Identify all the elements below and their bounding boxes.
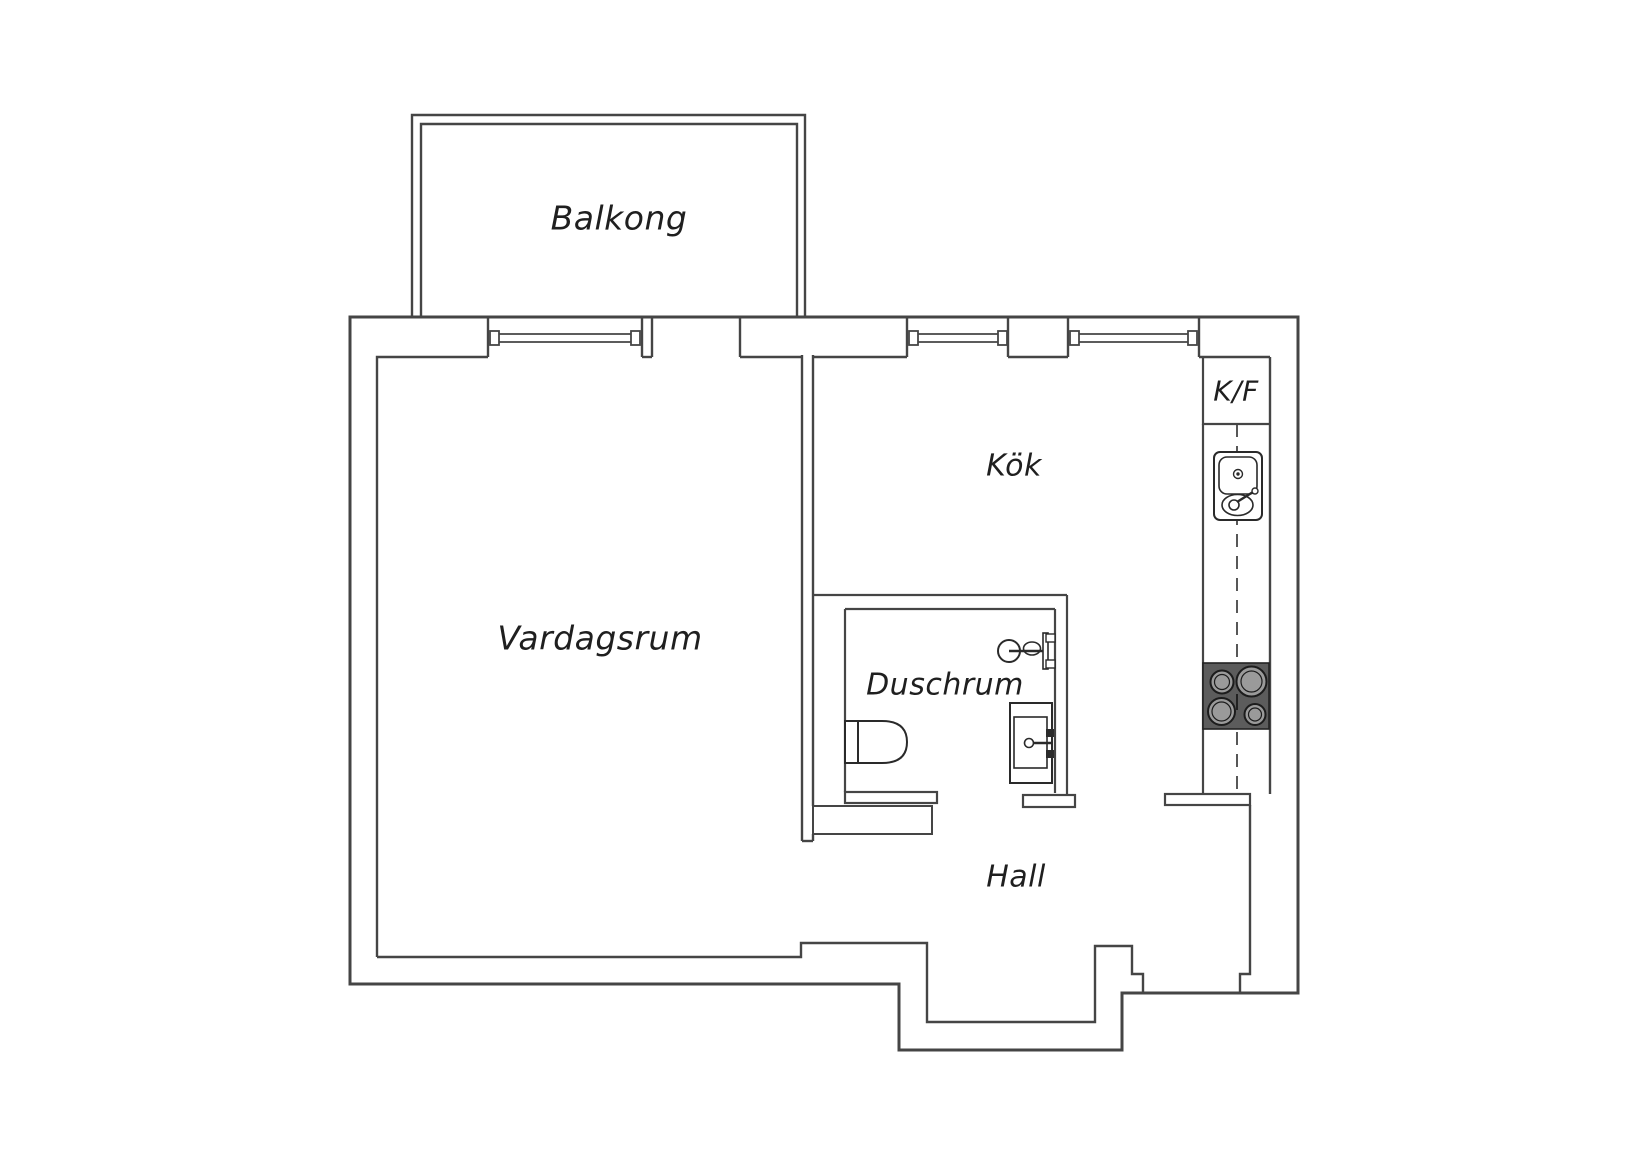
kitchen-window-2 bbox=[1069, 330, 1198, 346]
shower-room-door-leaf bbox=[812, 805, 933, 835]
shower-mixer-icon bbox=[997, 632, 1056, 670]
kitchen-window-1 bbox=[908, 330, 1008, 346]
outer-wall bbox=[348, 315, 1300, 1052]
inner-walls bbox=[375, 318, 1272, 1024]
room-label-hall: Hall bbox=[986, 859, 1046, 895]
sink-icon bbox=[1213, 451, 1263, 521]
living-room-window bbox=[489, 330, 641, 346]
balcony-outline bbox=[410, 113, 807, 317]
room-label-fridge-freezer: K/F bbox=[1213, 374, 1259, 408]
toilet-icon bbox=[844, 720, 909, 764]
room-label-kitchen: Kök bbox=[986, 448, 1042, 484]
partition-wall bbox=[800, 355, 815, 843]
washbasin-icon bbox=[1009, 702, 1054, 784]
room-label-living-room: Vardagsrum bbox=[497, 618, 703, 658]
stove-icon bbox=[1202, 662, 1270, 730]
kitchen-counter bbox=[1163, 357, 1270, 807]
room-label-balcony: Balkong bbox=[550, 198, 688, 238]
room-label-shower-room: Duschrum bbox=[866, 667, 1024, 703]
